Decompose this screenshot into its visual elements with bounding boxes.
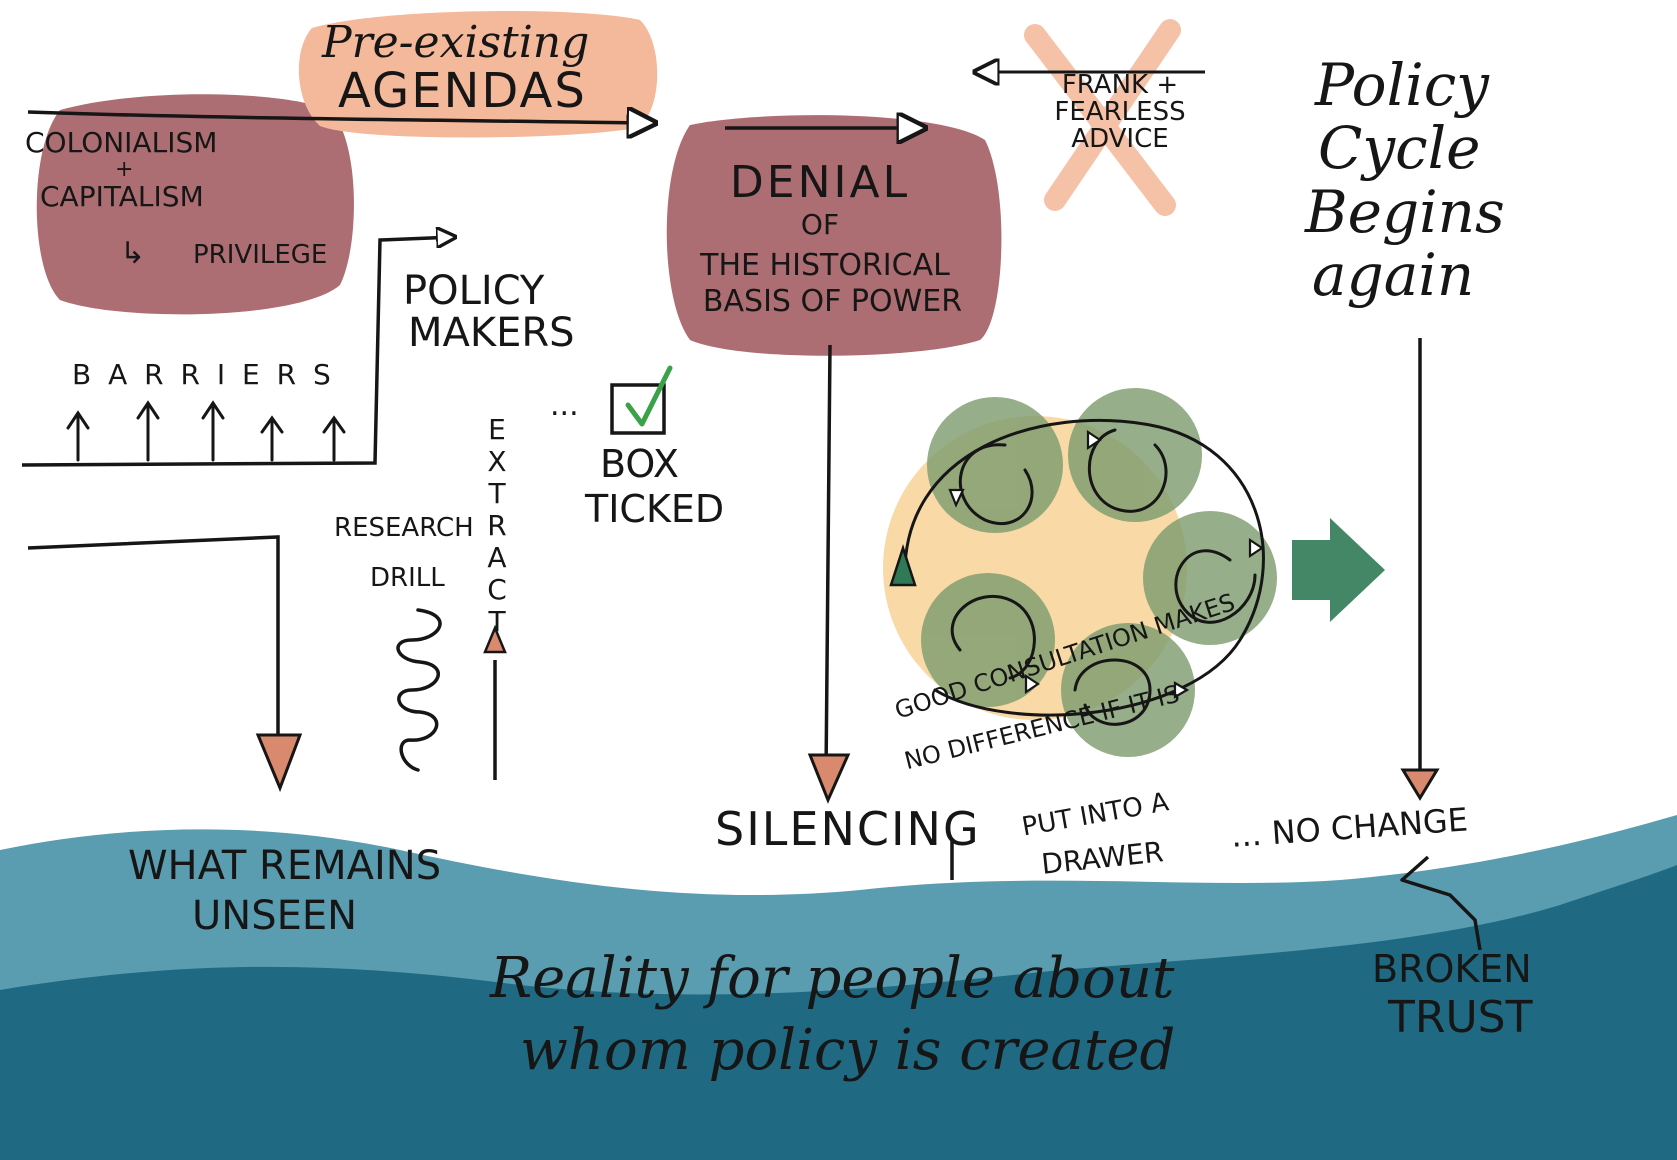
broken-trust-zigzag <box>1400 855 1482 951</box>
policy-makers-line1: POLICY <box>403 268 545 314</box>
silencing-arrow-line <box>824 344 832 776</box>
policy-cycle-line4: again <box>1312 241 1475 309</box>
unseen-arrowhead <box>255 733 303 793</box>
cycle-arrowheads <box>948 429 1264 699</box>
policy-makers-line2: MAKERS <box>408 310 575 356</box>
plus-label: + <box>115 157 134 182</box>
policy-cycle-line2: Cycle <box>1318 114 1481 182</box>
silencing-label: SILENCING <box>715 802 981 856</box>
extract-arrowhead <box>483 624 507 654</box>
cross-icon <box>1024 19 1181 216</box>
denial-blob <box>666 115 1002 356</box>
barriers-baseline <box>21 237 455 467</box>
privilege-label: PRIVILEGE <box>193 240 328 270</box>
box-label-line1: BOX <box>600 442 679 486</box>
box-label-line2: TICKED <box>585 487 725 531</box>
denial-line3: THE HISTORICAL <box>700 248 950 283</box>
denial-line2: OF <box>800 208 840 241</box>
denial-line4: BASIS OF POWER <box>702 284 963 319</box>
cycle-big-arrowhead <box>889 543 917 587</box>
barrier-arrows <box>66 400 346 462</box>
cycle-arrow-icon <box>903 418 1265 726</box>
pre-existing-label: Pre-existing <box>322 17 590 68</box>
colonialism-blob <box>36 94 354 315</box>
broken-trust-line2: TRUST <box>1388 992 1533 1043</box>
broken-trust-line1: BROKEN <box>1372 947 1532 991</box>
capitalism-label: CAPITALISM <box>40 180 204 213</box>
check-mark-icon <box>625 365 673 427</box>
box-ellipsis: ... <box>550 388 579 423</box>
agendas-arrow-line <box>27 112 655 123</box>
reality-line1: Reality for people about <box>490 946 1175 1011</box>
agendas-label: AGENDAS <box>338 63 587 119</box>
reality-line2: whom policy is created <box>520 1018 1176 1083</box>
drill-label: DRILL <box>370 563 445 593</box>
outgoing-green-arrow <box>1292 518 1385 622</box>
extract-label: EXTRACT <box>487 413 507 638</box>
denial-line1: DENIAL <box>729 157 911 208</box>
frank-line3: ADVICE <box>1071 124 1169 154</box>
agendas-blob <box>298 10 658 138</box>
what-remains-line1: WHAT REMAINS <box>128 843 442 889</box>
policy-cycle-line3: Begins <box>1305 178 1505 246</box>
frank-line2: FEARLESS <box>1054 97 1186 127</box>
research-label: RESEARCH <box>334 513 474 543</box>
what-remains-line2: UNSEEN <box>192 893 358 939</box>
unseen-path-line <box>27 535 280 760</box>
spiral-drill-icon <box>396 608 442 772</box>
policy-cycle-line1: Policy <box>1315 51 1489 119</box>
sea-dark-wave <box>0 865 1677 1160</box>
privilege-arrow-icon: ↳ <box>120 236 146 271</box>
frank-line1: FRANK + <box>1061 70 1179 100</box>
no-change-arrowhead <box>1400 768 1440 801</box>
colonialism-label: COLONIALISM <box>25 126 218 159</box>
silencing-arrowhead <box>807 753 851 804</box>
barriers-label: B A R R I E R S <box>72 358 335 391</box>
